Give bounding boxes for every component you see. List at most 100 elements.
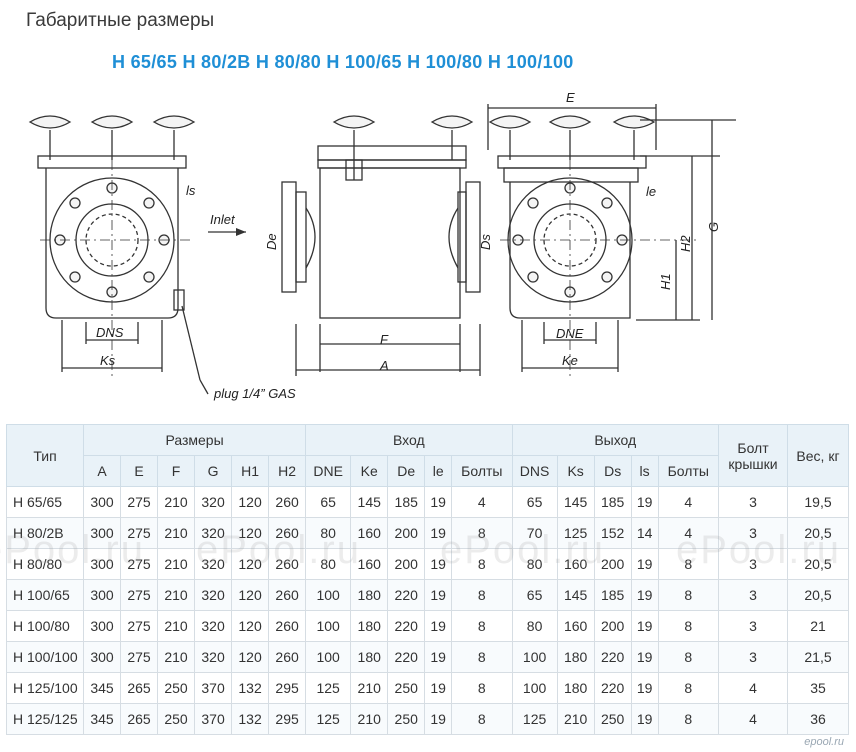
value-cell: 3 [718,517,788,549]
value-cell: 70 [511,517,558,549]
value-cell: 180 [350,641,389,673]
value-cell: 19,5 [787,486,849,518]
value-cell: 160 [350,517,389,549]
value-cell: 19 [424,672,453,704]
model-cell: H 100/100 [6,641,84,673]
label-a: A [379,358,389,373]
value-cell: 100 [305,579,352,611]
value-cell: 4 [451,486,513,518]
value-cell: 4 [657,486,720,518]
label-inlet: Inlet [210,212,236,227]
model-cell: H 100/65 [6,579,84,611]
value-cell: 35 [787,672,849,704]
value-cell: 100 [511,672,558,704]
value-cell: 19 [630,641,659,673]
model-cell: H 80/80 [6,548,84,580]
value-cell: 210 [157,610,196,642]
value-cell: 8 [657,703,720,735]
value-cell: 210 [556,703,595,735]
value-cell: 295 [268,703,307,735]
value-cell: 19 [424,579,453,611]
value-cell: 65 [511,486,558,518]
value-cell: 345 [82,672,122,704]
th-group-inlet: Вход [305,424,513,456]
value-cell: 220 [387,579,426,611]
value-cell: 265 [120,703,159,735]
value-cell: 4 [718,703,788,735]
value-cell: 125 [305,703,352,735]
column-header: Ds [593,455,632,487]
value-cell: 8 [657,672,720,704]
value-cell: 19 [630,703,659,735]
value-cell: 265 [120,672,159,704]
value-cell: 125 [305,672,352,704]
value-cell: 80 [305,548,352,580]
value-cell: 120 [231,579,270,611]
value-cell: 250 [387,703,426,735]
value-cell: 19 [630,548,659,580]
value-cell: 65 [305,486,352,518]
value-cell: 145 [556,486,595,518]
value-cell: 8 [657,579,720,611]
value-cell: 8 [451,579,513,611]
value-cell: 210 [350,672,389,704]
dimension-drawing: ls DNS Ks plug 1/4” GAS Inlet De Ds F A [28,90,736,401]
handle-knob-icon [28,115,196,160]
th-type: Тип [6,424,84,487]
value-cell: 3 [718,610,788,642]
value-cell: 180 [556,641,595,673]
value-cell: 185 [593,486,632,518]
value-cell: 120 [231,548,270,580]
column-header: De [387,455,426,487]
column-header: A [82,455,122,487]
value-cell: 19 [630,486,659,518]
value-cell: 145 [350,486,389,518]
value-cell: 19 [424,703,453,735]
value-cell: 19 [424,610,453,642]
page-title: Габаритные размеры [26,10,215,31]
value-cell: 152 [593,517,632,549]
value-cell: 185 [593,579,632,611]
value-cell: 180 [350,579,389,611]
value-cell: 275 [120,610,159,642]
column-header: DNE [305,455,352,487]
value-cell: 19 [424,517,453,549]
value-cell: 220 [387,641,426,673]
value-cell: 36 [787,703,849,735]
value-cell: 185 [387,486,426,518]
label-e: E [566,90,575,105]
value-cell: 275 [120,579,159,611]
value-cell: 19 [630,672,659,704]
label-de: De [264,233,279,250]
label-ke: Ke [562,353,578,368]
label-ls: ls [186,183,196,198]
watermark: ePool.ru [676,528,841,572]
value-cell: 125 [556,517,595,549]
value-cell: 210 [157,579,196,611]
value-cell: 300 [82,641,122,673]
value-cell: 300 [82,610,122,642]
value-cell: 260 [268,641,307,673]
value-cell: 295 [268,672,307,704]
value-cell: 21 [787,610,849,642]
th-group-outlet: Выход [511,424,720,456]
value-cell: 19 [424,641,453,673]
label-h2: H2 [678,235,693,252]
value-cell: 320 [194,641,233,673]
column-header: ls [630,455,659,487]
label-ks: Ks [100,353,116,368]
column-header: F [157,455,196,487]
value-cell: 250 [157,672,196,704]
value-cell: 210 [157,548,196,580]
value-cell: 145 [556,579,595,611]
value-cell: 210 [157,517,196,549]
value-cell: 345 [82,703,122,735]
value-cell: 100 [511,641,558,673]
label-dne: DNE [556,326,584,341]
value-cell: 210 [157,641,196,673]
value-cell: 250 [593,703,632,735]
